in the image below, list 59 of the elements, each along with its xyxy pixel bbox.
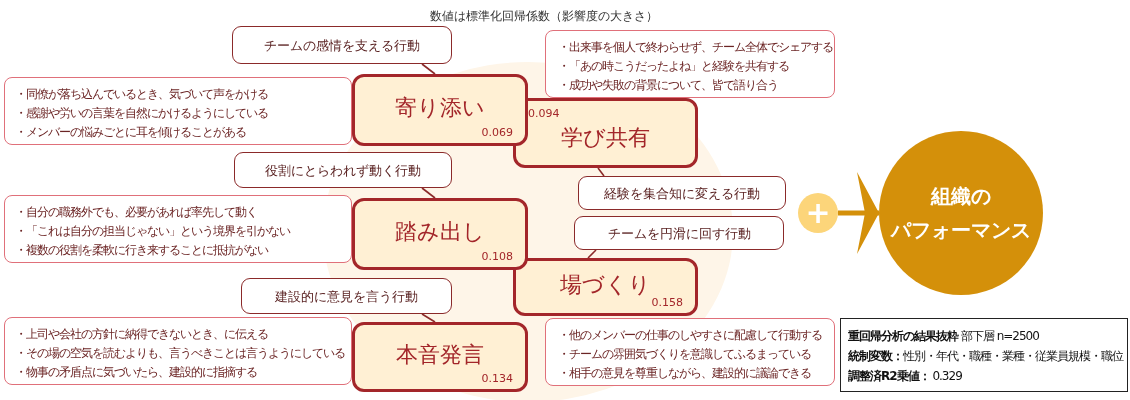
factor-title: 本音発言 (396, 342, 484, 368)
plus-circle (798, 193, 838, 233)
bullet-item: ・他のメンバーの仕事のしやすさに配慮して行動する (558, 327, 822, 344)
bullet-item: ・「あの時こうだったよね」と経験を共有する (558, 58, 789, 75)
bullet-list-card (545, 30, 835, 98)
coefficient-value: 0.158 (651, 296, 683, 309)
bullet-item: ・自分の職務外でも、必要があれば率先して動く (15, 204, 257, 221)
speech-bubble (241, 278, 452, 314)
factor-card (513, 258, 698, 316)
speech-bubble (578, 176, 786, 210)
speech-bubble (574, 216, 784, 250)
bubble-text: チームの感情を支える行動 (264, 36, 420, 54)
bullet-list-card (4, 77, 352, 145)
coefficient-value: 0.108 (481, 250, 513, 263)
speech-bubble (234, 152, 452, 188)
factor-title: 踏み出し (395, 219, 485, 245)
factor-card (352, 322, 528, 392)
bullet-item: ・上司や会社の方針に納得できないとき、に伝える (15, 326, 268, 343)
bullet-item: ・同僚が落ち込んでいるとき、気づいて声をかける (15, 86, 268, 103)
factor-card (352, 74, 528, 146)
factor-title: 寄り添い (395, 95, 485, 121)
bubble-text: 建設的に意見を言う行動 (275, 287, 418, 305)
bullet-list-card (545, 318, 835, 386)
bullet-list-card (4, 195, 352, 263)
factor-card (513, 98, 698, 168)
bullet-item: ・その場の空気を読むよりも、言うべきことは言うようにしている (15, 345, 345, 362)
bubble-text: チームを円滑に回す行動 (607, 224, 751, 242)
bubble-text: 経験を集合知に変える行動 (604, 184, 760, 202)
bullet-list-card (4, 317, 352, 385)
bullet-item: ・複数の役割を柔軟に行き来することに抵抗がない (15, 242, 268, 259)
bullet-item: ・メンバーの悩みごとに耳を傾けることがある (15, 124, 246, 141)
note-line: 統制変数：性別・年代・職種・業種・従業員規模・職位 (848, 348, 1123, 365)
connector-line (587, 249, 597, 259)
note-line: 重回帰分析の結果抜粋 部下層 n=2500 (848, 328, 1039, 345)
bullet-item: ・「これは自分の担当じゃない」という境界を引かない (15, 223, 290, 240)
bullet-item: ・出来事を個人で終わらせず、チーム全体でシェアする (558, 39, 833, 56)
note-card (840, 318, 1128, 392)
factor-card (352, 198, 528, 270)
goal-text: 組織のパフォーマンス (889, 183, 1032, 244)
bullet-item: ・成功や失敗の背景について、皆で語り合う (558, 77, 778, 94)
factor-title: 場づくり (560, 272, 651, 298)
connector-line (421, 187, 436, 199)
connector-line (421, 63, 436, 75)
connector-line (597, 167, 605, 177)
plus-sign: + (805, 198, 831, 228)
bubble-text: 役割にとらわれず動く行動 (265, 161, 421, 179)
connector-line (421, 313, 436, 323)
coefficient-value: 0.134 (481, 372, 513, 385)
coefficient-value: 0.094 (528, 107, 560, 120)
coefficient-value: 0.069 (481, 126, 513, 139)
bullet-item: ・チームの雰囲気づくりを意識してふるまっている (558, 346, 811, 363)
bullet-item: ・相手の意見を尊重しながら、建設的に議論できる (558, 365, 811, 382)
bullet-item: ・物事の矛盾点に気づいたら、建設的に指摘する (15, 364, 257, 381)
speech-bubble (232, 26, 452, 64)
diagram-title: 数値は標準化回帰係数（影響度の大きさ） (430, 8, 658, 25)
chevron-arrow (838, 172, 879, 254)
note-line: 調整済R2乗値： 0.329 (848, 368, 962, 385)
factor-title: 学び共有 (561, 125, 650, 151)
bullet-item: ・感謝や労いの言葉を自然にかけるようにしている (15, 105, 268, 122)
